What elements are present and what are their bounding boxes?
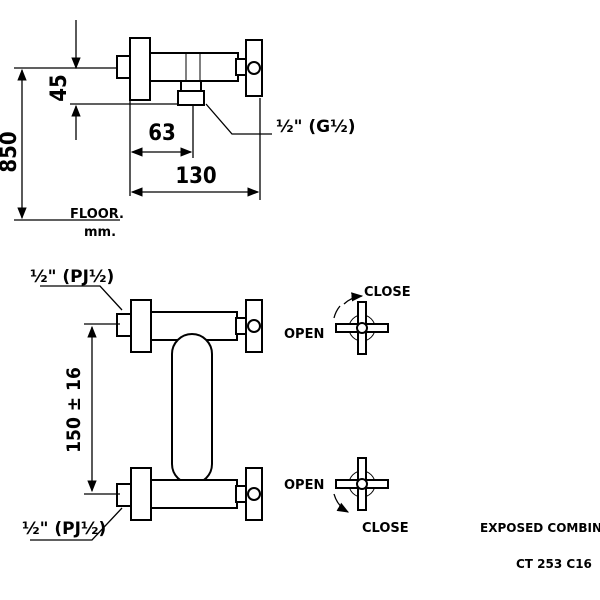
inlet-nut-top (116, 313, 132, 337)
front-view (30, 285, 263, 541)
inlet-flange-top (130, 299, 152, 353)
connection-tube (171, 333, 213, 485)
handle-hub (247, 61, 261, 75)
dim-850: 850 (0, 131, 22, 172)
leader-top-inlet (40, 285, 123, 311)
inlet-flange (129, 37, 151, 101)
mixer-body (149, 52, 239, 82)
thread-leader (205, 103, 272, 135)
thread-label-inlet-bottom: ½" (PJ½) (22, 519, 106, 539)
close-label-top: CLOSE (364, 285, 411, 300)
dim-130: 130 (175, 164, 216, 189)
close-label-bottom: CLOSE (362, 521, 409, 536)
thread-label-inlet-top: ½" (PJ½) (30, 267, 114, 287)
thread-label-top: ½" (G½) (276, 117, 355, 137)
outlet-nut (177, 90, 205, 106)
outlet-stub (180, 80, 202, 92)
upper-handle-symbol (333, 292, 389, 355)
floor-label: FLOOR. (70, 207, 124, 222)
open-label-top: OPEN (284, 327, 324, 342)
dim-63: 63 (148, 121, 176, 146)
product-name: EXPOSED COMBINATI (480, 521, 600, 535)
unit-label: mm. (84, 225, 116, 240)
lower-handle-symbol (333, 457, 389, 513)
inlet-nut (116, 55, 132, 79)
open-label-bottom: OPEN (284, 478, 324, 493)
product-code: CT 253 C16 (516, 557, 592, 571)
inlet-nut-bottom (116, 483, 132, 507)
leader-bottom-inlet (30, 507, 123, 541)
lower-body (150, 479, 238, 509)
inlet-flange-bottom (130, 467, 152, 521)
dim-45: 45 (47, 74, 72, 102)
top-side-view (14, 20, 272, 221)
dim-150: 150 ± 16 (63, 367, 85, 453)
